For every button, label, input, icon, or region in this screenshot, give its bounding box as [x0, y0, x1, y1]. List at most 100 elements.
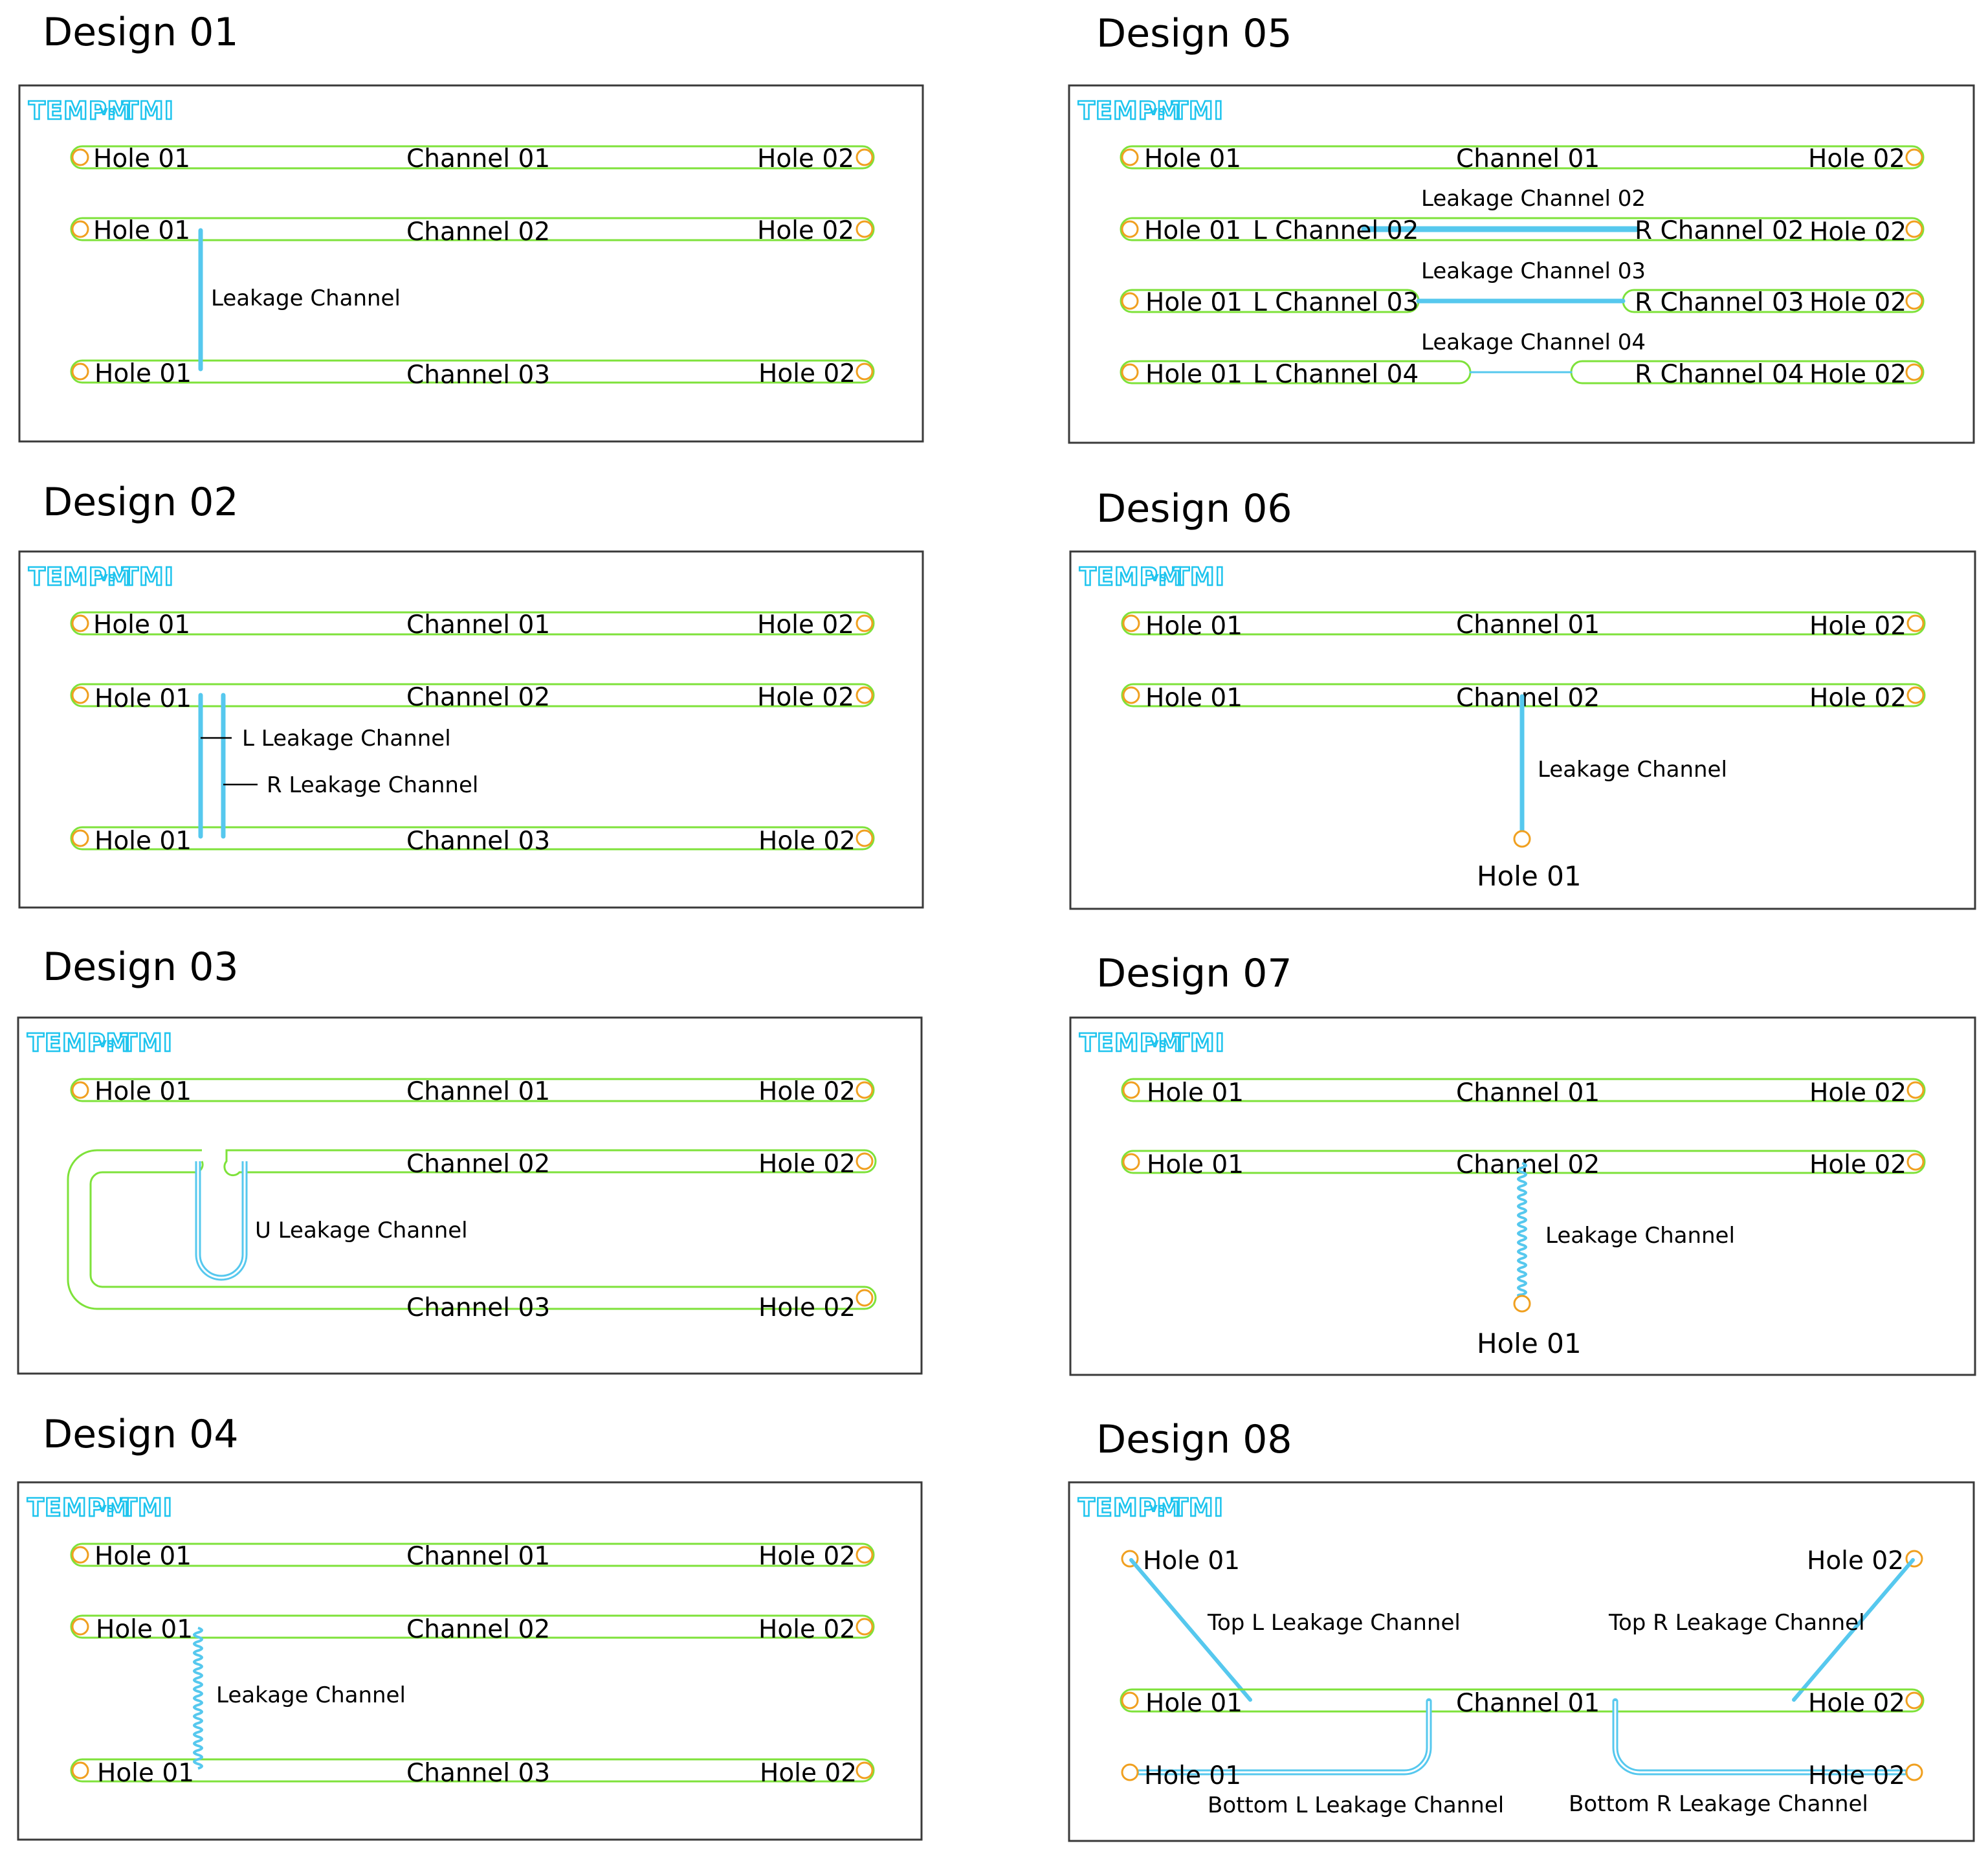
hole-right[interactable] [1905, 292, 1923, 310]
design-03: Design 03 TEMPM vs TMI Hole 01 Channel 0… [17, 944, 923, 1375]
hole-left-label: Hole 01 [94, 1077, 192, 1106]
channel-outline [70, 217, 875, 241]
channel-outline [70, 611, 875, 636]
l-channel-label: L Channel 02 [1253, 216, 1419, 245]
channel-label: Channel 01 [406, 144, 550, 173]
hole-right[interactable] [856, 1289, 874, 1307]
hole-left-label: Hole 01 [1145, 684, 1242, 713]
bottom-hole[interactable] [1513, 1295, 1531, 1313]
hole-left[interactable] [71, 829, 89, 847]
design-frame [18, 550, 924, 909]
hole-left-label: Hole 01 [1147, 1150, 1244, 1179]
hole-left[interactable] [71, 362, 89, 381]
serpentine-leakage-channel [1517, 1162, 1527, 1297]
top-r-leakage-label: Top R Leakage Channel [1608, 1610, 1865, 1636]
channel-outline [70, 1614, 875, 1639]
hole-left[interactable] [71, 1761, 89, 1779]
hole-left[interactable] [71, 1618, 89, 1636]
hole-right[interactable] [1905, 1691, 1923, 1710]
hole-right[interactable] [1905, 363, 1923, 381]
design-title: Design 02 [43, 480, 239, 525]
bottom-hole-right-label: Hole 02 [1808, 1761, 1905, 1790]
l-channel-label: L Channel 04 [1253, 360, 1419, 389]
leakage-label: Leakage Channel [1538, 757, 1727, 783]
hole-right[interactable] [856, 686, 874, 704]
hole-left[interactable] [71, 1546, 89, 1564]
r-channel-label: R Channel 02 [1635, 216, 1804, 245]
channel-label: Channel 01 [1456, 144, 1600, 173]
bottom-l-leakage-label: Bottom L Leakage Channel [1208, 1792, 1504, 1818]
hole-left[interactable] [71, 220, 89, 238]
l-channel-label: L Channel 03 [1253, 288, 1419, 317]
split-channel-row: Hole 01 L Channel 02 R Channel 02 Hole 0… [1120, 186, 1925, 247]
bottom-hole-right[interactable] [1905, 1763, 1923, 1781]
hole-left[interactable] [1121, 363, 1139, 381]
channel-outline [1120, 1688, 1925, 1713]
hole-right-label: Hole 02 [757, 683, 854, 712]
hole-left[interactable] [71, 1081, 89, 1099]
channel-row: Hole 01 Channel 01 Hole 02 [70, 144, 875, 173]
hole-right[interactable] [856, 614, 874, 632]
svg-text:vs: vs [1151, 569, 1167, 585]
hole-left[interactable] [1122, 614, 1140, 632]
channel-row: Hole 01 Channel 03 Hole 02 [70, 1758, 875, 1788]
bottom-hole[interactable] [1513, 830, 1531, 848]
hole-left-label: Hole 01 [1145, 288, 1242, 317]
hole-right[interactable] [856, 1081, 874, 1099]
hole-right-label: Hole 02 [1809, 1150, 1906, 1179]
hole-left[interactable] [1122, 1153, 1140, 1171]
hole-right[interactable] [1906, 686, 1925, 704]
hole-right[interactable] [1906, 1153, 1925, 1171]
hole-left[interactable] [1122, 686, 1140, 704]
channel-label: Channel 01 [406, 1077, 550, 1106]
hole-right[interactable] [1905, 148, 1923, 166]
channel-outline [70, 826, 875, 851]
hole-left[interactable] [71, 686, 89, 704]
hole-left[interactable] [1121, 220, 1139, 238]
hole-right[interactable] [856, 1761, 874, 1779]
channel-label: Channel 02 [1456, 1150, 1600, 1179]
hole-left[interactable] [1121, 148, 1139, 166]
split-channel-row: Hole 01 L Channel 03 R Channel 03 Hole 0… [1120, 258, 1925, 317]
hole-right[interactable] [1906, 614, 1925, 632]
logo: TEMPM vs TMI [1077, 1493, 1224, 1523]
channel-outline [1120, 145, 1925, 170]
channel-label: Channel 01 [1456, 1689, 1600, 1718]
channel-label: Channel 03 [406, 361, 550, 390]
design-04: Design 04 TEMPM vs TMI Hole 01 Channel 0… [17, 1412, 923, 1841]
hole-left[interactable] [71, 148, 89, 166]
logo: TEMPM vs TMI [27, 1493, 173, 1523]
split-channel-row: Hole 01 L Channel 04 R Channel 04 Hole 0… [1120, 329, 1925, 389]
channel-label: Channel 03 [406, 1759, 550, 1788]
hole-right-label: Hole 02 [758, 1615, 856, 1644]
hole-right-label: Hole 02 [758, 1150, 856, 1179]
hole-right[interactable] [856, 1546, 874, 1564]
channel-row: Hole 01 Channel 03 Hole 02 [70, 359, 875, 390]
hole-right[interactable] [856, 148, 874, 166]
hole-right[interactable] [856, 362, 874, 381]
hole-left[interactable] [1121, 1691, 1139, 1710]
hole-right[interactable] [856, 1152, 874, 1170]
hole-right[interactable] [856, 220, 874, 238]
hole-right[interactable] [1906, 1081, 1925, 1099]
channel-outline [70, 359, 875, 384]
hole-left[interactable] [1121, 292, 1139, 310]
svg-text:TMI: TMI [1171, 96, 1224, 125]
hole-right[interactable] [1905, 220, 1923, 238]
top-l-leakage-label: Top L Leakage Channel [1207, 1610, 1461, 1636]
channel-row: Hole 01 Channel 01 Hole 02 [70, 1077, 875, 1106]
hole-left[interactable] [1122, 1081, 1140, 1099]
hole-left[interactable] [71, 614, 89, 632]
hole-right[interactable] [856, 1618, 874, 1636]
hole-left-label: Hole 01 [1144, 216, 1241, 245]
hole-left-label: Hole 01 [1144, 144, 1241, 173]
bottom-hole-left-label: Hole 01 [1144, 1761, 1241, 1790]
bottom-hole-left[interactable] [1121, 1763, 1139, 1781]
hole-right[interactable] [856, 829, 874, 847]
svg-text:vs: vs [100, 569, 116, 585]
hole-right-label: Hole 02 [1808, 144, 1905, 173]
hole-left-label: Hole 01 [93, 144, 190, 173]
logo: TEMPM vs TMI [28, 96, 174, 126]
channel-03-loop-outline [67, 1149, 877, 1310]
logo: TEMPM vs TMI [27, 1028, 173, 1058]
